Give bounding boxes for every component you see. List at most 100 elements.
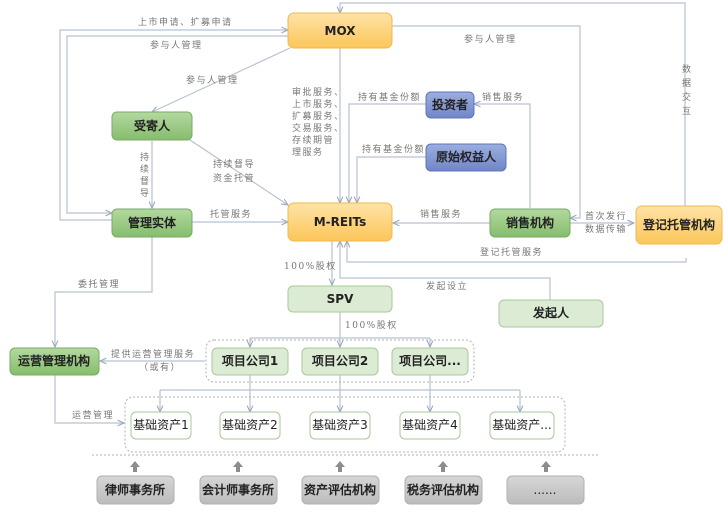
node-operator[interactable]: 运营管理机构: [9, 347, 100, 376]
svg-text:持续督导: 持续督导: [213, 158, 255, 170]
svg-text:续: 续: [140, 163, 151, 175]
up-arrow-icon: [233, 461, 243, 472]
node-asset[interactable]: 基础资产...: [489, 411, 555, 440]
svg-text:督: 督: [140, 175, 151, 187]
svg-text:首次发行: 首次发行: [585, 210, 627, 222]
up-arrows: [130, 461, 551, 472]
svg-text:登记托管机构: 登记托管机构: [642, 217, 715, 232]
svg-text:数: 数: [682, 63, 693, 75]
edge-sales-to-investor: [474, 104, 531, 208]
edge-participant-mgmt-diag: [152, 47, 291, 112]
label-participant-mgmt-diag: 参与人管理: [186, 74, 239, 86]
node-original-owner[interactable]: 原始权益人: [425, 143, 507, 172]
label-equity-projects: 100%股权: [345, 319, 398, 331]
node-investor[interactable]: 投资者: [425, 91, 475, 119]
node-manager[interactable]: 管理实体: [111, 208, 193, 238]
svg-text:持: 持: [140, 151, 151, 163]
svg-text:项目公司...: 项目公司...: [399, 354, 461, 368]
svg-text:数据传输: 数据传输: [585, 223, 627, 235]
node-sales[interactable]: 销售机构: [489, 208, 571, 238]
node-asset[interactable]: 基础资产4: [399, 411, 461, 440]
svg-text:项目公司2: 项目公司2: [312, 354, 368, 368]
edge-participant-mgmt-left: [66, 35, 288, 213]
project-company-group-frame: [205, 339, 475, 383]
svg-text:基础资产3: 基础资产3: [312, 418, 368, 432]
svg-text:据: 据: [682, 77, 693, 89]
svg-text:提供运营管理服务: 提供运营管理服务: [111, 348, 195, 360]
label-participant-mgmt-right: 参与人管理: [464, 33, 517, 45]
node-project-company[interactable]: 项目公司...: [391, 347, 469, 376]
svg-text:M-REITs: M-REITs: [314, 215, 367, 229]
node-service-provider[interactable]: ......: [506, 475, 585, 505]
node-custodian[interactable]: 受寄人: [111, 111, 193, 141]
edge-registration-service: [347, 241, 687, 263]
svg-text:......: ......: [534, 483, 557, 497]
node-asset[interactable]: 基础资产2: [219, 411, 281, 440]
label-ops-mgmt: 运营管理: [72, 409, 114, 421]
up-arrow-icon: [438, 461, 448, 472]
label-investor-hold: 持有基金份额: [358, 91, 421, 103]
label-sales-to-investor: 销售服务: [482, 91, 524, 103]
edge-custodian-to-mreits: [186, 137, 288, 205]
node-asset[interactable]: 基础资产1: [130, 411, 192, 440]
node-sponsor[interactable]: 发起人: [498, 299, 604, 328]
label-continuous-supervision: 持 续 督 导: [140, 151, 151, 199]
node-project-company[interactable]: 项目公司2: [301, 347, 379, 376]
asset-group-frame: [124, 396, 566, 453]
node-service-provider[interactable]: 律师事务所: [96, 475, 175, 505]
label-entrusted-mgmt: 委托管理: [78, 278, 120, 290]
node-service-provider[interactable]: 会计师事务所: [199, 475, 278, 505]
svg-text:（或有）: （或有）: [139, 361, 181, 373]
svg-text:SPV: SPV: [327, 292, 354, 306]
label-data-interaction: 数 据 交 互: [682, 63, 693, 117]
svg-text:基础资产2: 基础资产2: [222, 418, 278, 432]
label-mox-services: 审批服务、 上市服务、 扩募服务、 交易服务、 存续期管 理服务: [292, 86, 345, 158]
label-provide-ops: 提供运营管理服务 （或有）: [111, 348, 195, 373]
svg-text:理服务: 理服务: [292, 146, 324, 158]
node-registrar[interactable]: 登记托管机构: [635, 205, 723, 245]
edge-labels: 上市申请、扩募申请 参与人管理 参与人管理 参与人管理 审批服务、 上市服务、 …: [72, 16, 693, 421]
svg-text:销售机构: 销售机构: [506, 215, 554, 230]
node-service-provider[interactable]: 税务评估机构: [404, 475, 483, 505]
svg-text:律师事务所: 律师事务所: [105, 482, 165, 497]
svg-text:交易服务、: 交易服务、: [292, 122, 345, 134]
label-registration-service: 登记托管服务: [480, 246, 543, 258]
node-service-provider[interactable]: 资产评估机构: [301, 475, 380, 505]
svg-text:项目公司1: 项目公司1: [222, 354, 278, 368]
svg-text:运营管理机构: 运营管理机构: [18, 353, 90, 368]
edge-entrusted-mgmt: [55, 237, 153, 347]
svg-text:扩募服务、: 扩募服务、: [292, 110, 345, 122]
svg-text:原始权益人: 原始权益人: [436, 149, 497, 164]
node-mox[interactable]: MOX: [287, 12, 393, 49]
edge-participant-mgmt-right: [392, 25, 581, 218]
label-sponsor-establish: 发起设立: [426, 280, 468, 292]
edge-listing-application: [59, 30, 288, 221]
svg-text:互: 互: [682, 106, 693, 117]
node-spv[interactable]: SPV: [287, 285, 393, 313]
svg-text:受寄人: 受寄人: [134, 118, 171, 133]
svg-text:投资者: 投资者: [432, 97, 468, 112]
svg-text:基础资产4: 基础资产4: [402, 418, 458, 432]
label-listing-application: 上市申请、扩募申请: [138, 16, 233, 28]
edge-investor-hold: [349, 103, 426, 203]
up-arrow-icon: [541, 461, 551, 472]
svg-text:管理实体: 管理实体: [128, 215, 177, 230]
svg-text:导: 导: [140, 188, 151, 199]
label-custody-service: 托管服务: [210, 208, 252, 220]
connectors: [55, 2, 687, 423]
up-arrow-icon: [335, 461, 345, 472]
edge-data-interaction: [340, 2, 686, 233]
node-mreits[interactable]: M-REITs: [287, 202, 393, 242]
svg-text:资产评估机构: 资产评估机构: [304, 482, 376, 497]
svg-text:基础资产...: 基础资产...: [492, 418, 551, 432]
label-participant-mgmt-left: 参与人管理: [150, 39, 203, 51]
svg-text:会计师事务所: 会计师事务所: [202, 482, 274, 497]
node-asset[interactable]: 基础资产3: [309, 411, 371, 440]
svg-text:资金托管: 资金托管: [213, 172, 255, 184]
label-original-hold: 持有基金份额: [362, 143, 425, 155]
label-sales-service: 销售服务: [420, 208, 462, 220]
svg-text:发起人: 发起人: [532, 305, 570, 320]
edge-original-hold: [357, 156, 426, 203]
label-equity-spv: 100%股权: [284, 260, 337, 272]
node-project-company[interactable]: 项目公司1: [211, 347, 289, 376]
